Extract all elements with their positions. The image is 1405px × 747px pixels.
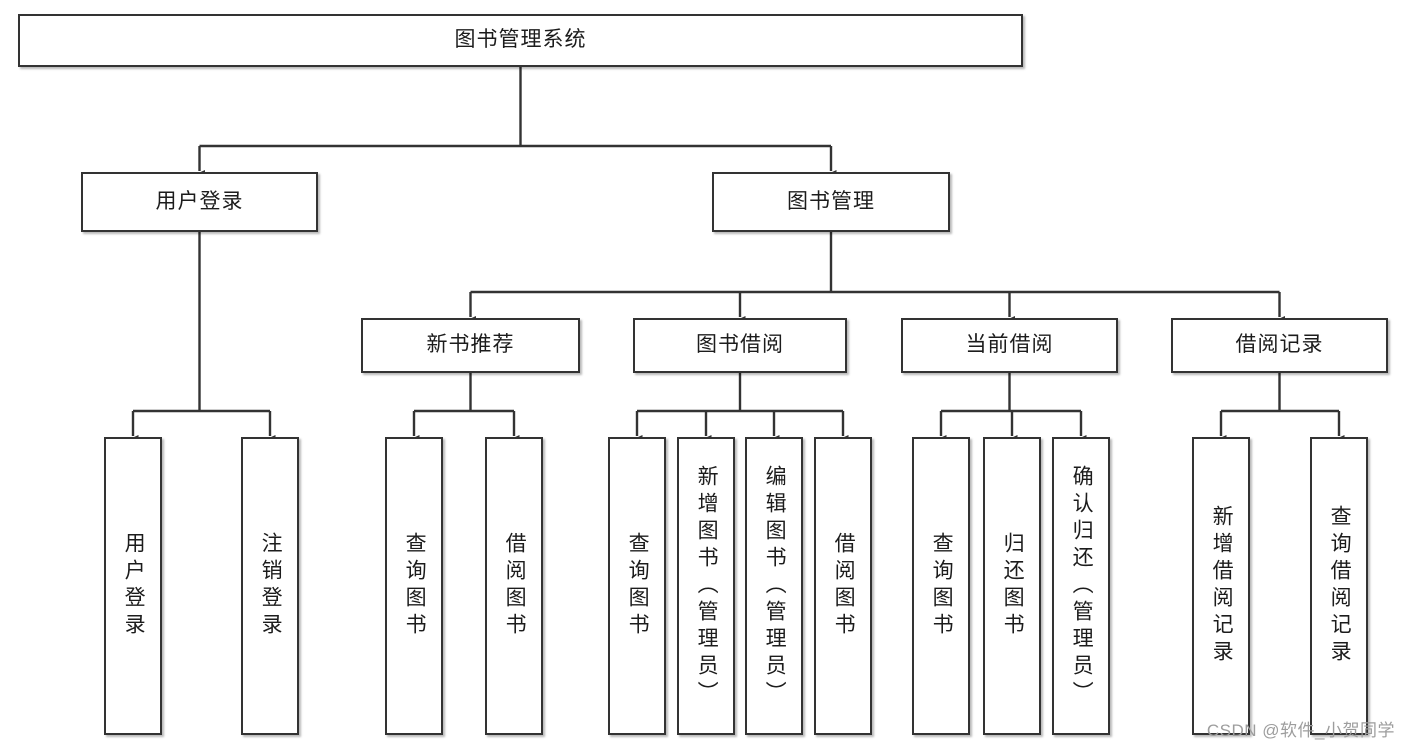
node-label: 用户登录 — [122, 532, 146, 640]
node-b3[interactable]: 编辑图书（管理员） — [745, 437, 803, 735]
node-label: 查询图书 — [626, 532, 650, 640]
node-label: 借阅图书 — [832, 532, 856, 640]
node-label: 借阅图书 — [503, 532, 527, 640]
node-label: 新书推荐 — [426, 333, 515, 357]
node-label: 借阅记录 — [1235, 333, 1324, 357]
node-newbook[interactable]: 新书推荐 — [361, 318, 580, 373]
node-label: 注销登录 — [259, 532, 283, 640]
node-label: 图书借阅 — [696, 333, 784, 357]
node-label: 用户登录 — [155, 189, 244, 213]
node-label: 归还图书 — [1001, 532, 1025, 640]
node-current[interactable]: 当前借阅 — [901, 318, 1118, 373]
node-label: 当前借阅 — [965, 333, 1054, 357]
node-n2[interactable]: 借阅图书 — [485, 437, 543, 735]
node-b4[interactable]: 借阅图书 — [814, 437, 872, 735]
node-b1[interactable]: 查询图书 — [608, 437, 666, 735]
node-borrow[interactable]: 图书借阅 — [633, 318, 847, 373]
watermark-text: CSDN @软件_小贺同学 — [1206, 721, 1395, 740]
node-login[interactable]: 用户登录 — [81, 172, 318, 232]
node-b2[interactable]: 新增图书（管理员） — [677, 437, 735, 735]
node-l2[interactable]: 注销登录 — [241, 437, 299, 735]
node-label: 图书管理系统 — [454, 28, 587, 52]
node-c1[interactable]: 查询图书 — [912, 437, 970, 735]
node-l1[interactable]: 用户登录 — [104, 437, 162, 735]
node-r2[interactable]: 查询借阅记录 — [1310, 437, 1368, 735]
node-c2[interactable]: 归还图书 — [983, 437, 1041, 735]
node-label: 新增图书（管理员） — [695, 464, 719, 708]
node-label: 图书管理 — [787, 189, 875, 213]
node-n1[interactable]: 查询图书 — [385, 437, 443, 735]
tree-connectors — [127, 67, 1345, 445]
node-r1[interactable]: 新增借阅记录 — [1192, 437, 1250, 735]
node-label: 新增借阅记录 — [1210, 505, 1234, 667]
node-label: 查询借阅记录 — [1328, 505, 1352, 667]
node-records[interactable]: 借阅记录 — [1171, 318, 1388, 373]
node-label: 确认归还（管理员） — [1070, 464, 1094, 708]
node-c3[interactable]: 确认归还（管理员） — [1052, 437, 1110, 735]
node-label: 查询图书 — [930, 532, 954, 640]
node-bookmgmt[interactable]: 图书管理 — [712, 172, 950, 232]
node-root[interactable]: 图书管理系统 — [18, 14, 1023, 67]
node-label: 查询图书 — [403, 532, 427, 640]
node-label: 编辑图书（管理员） — [763, 464, 787, 708]
